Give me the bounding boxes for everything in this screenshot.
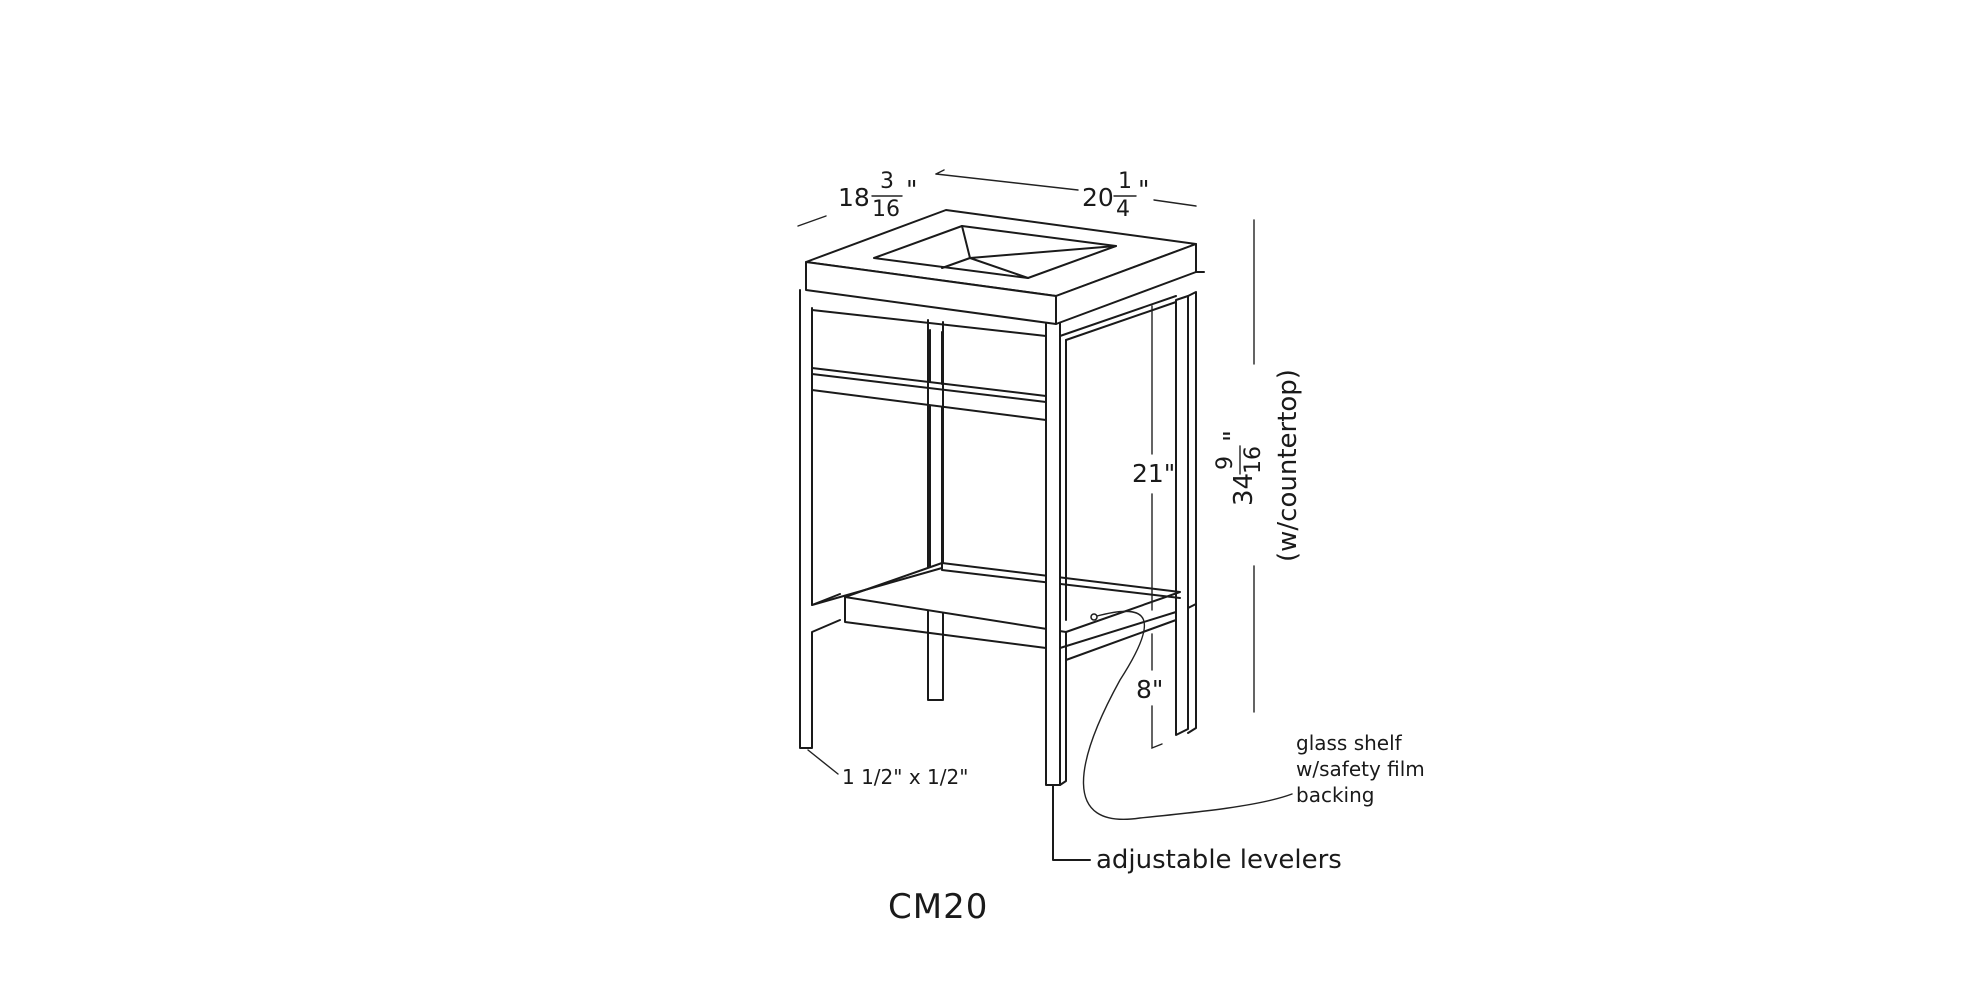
width-dimension-line-right [1153,199,1197,207]
width-whole: 20 [1082,183,1114,212]
mid-rail-left [811,389,1047,421]
depth-whole: 18 [838,183,870,212]
depth-dimension-line [797,215,827,227]
height-whole: 34 [1229,473,1259,506]
glass-shelf-line-1: glass shelf [1296,731,1403,755]
depth-denominator: 16 [872,197,900,222]
back-right-leg-side [1187,291,1197,734]
height-numerator: 9 [1213,456,1238,470]
dimension-height: 34 9 16 " (w/countertop) [1213,219,1303,713]
dimension-leg-profile: 1 1/2" x 1/2" [807,749,968,789]
callout-levelers: adjustable levelers [1052,785,1342,875]
right-panel-top [1065,301,1177,341]
back-right-leg [1175,295,1189,736]
dimension-width: 20 1 4 " [935,169,1197,222]
dimension-depth: 18 3 16 " [797,169,918,227]
inner-height-label: 21" [1132,459,1175,488]
vanity-frame [799,209,1205,786]
depth-numerator: 3 [880,169,894,194]
leg-profile-label: 1 1/2" x 1/2" [842,765,968,789]
glass-shelf-leader [1082,610,1293,821]
lower-rail-left [811,567,943,606]
glass-shelf-line-3: backing [1296,783,1374,807]
glass-shelf-line-2: w/safety film [1296,757,1425,781]
glass-shelf-callout-dot [1090,613,1098,621]
top-rail-back-post [929,329,943,385]
depth-unit: " [906,175,918,204]
shelf-height-line-bottom [1151,705,1163,750]
model-name: CM20 [888,887,988,927]
top-rail-left-lower-2 [811,373,1047,403]
right-lower-rail-upper [1059,611,1177,649]
dimension-shelf-height: 8" [1136,633,1163,750]
glass-shelf-top [844,562,1181,633]
height-unit: " [1219,430,1249,442]
dimension-inner-height: 21" [1132,305,1175,611]
left-front-leg-outer [799,289,841,749]
height-qualifier: (w/countertop) [1273,369,1303,562]
width-dimension-line-left [935,173,1079,191]
right-leg-inner [1059,659,1067,786]
right-top-rail [1059,295,1177,337]
sink-basin-floor-right [969,257,1029,279]
top-rail-left-upper [811,309,1047,337]
height-denominator: 16 [1241,446,1266,474]
shelf-height-label: 8" [1136,675,1163,704]
levelers-label: adjustable levelers [1096,845,1342,875]
width-dimension-tick [935,169,945,175]
front-right-leg [1045,317,1061,786]
width-unit: " [1138,175,1150,204]
leg-profile-leader [807,749,839,775]
left-front-leg-inner [811,307,841,606]
sink-basin-floor-left [941,257,971,269]
glass-shelf-front-edge [844,596,1047,649]
right-lower-joint [1175,603,1197,623]
glass-shelf-back-edge [941,562,1181,599]
callout-glass-shelf: glass shelf w/safety film backing [1082,610,1425,821]
width-denominator: 4 [1116,197,1130,222]
width-numerator: 1 [1118,169,1132,194]
levelers-leader [1052,785,1091,861]
rear-post-mid [929,405,943,567]
